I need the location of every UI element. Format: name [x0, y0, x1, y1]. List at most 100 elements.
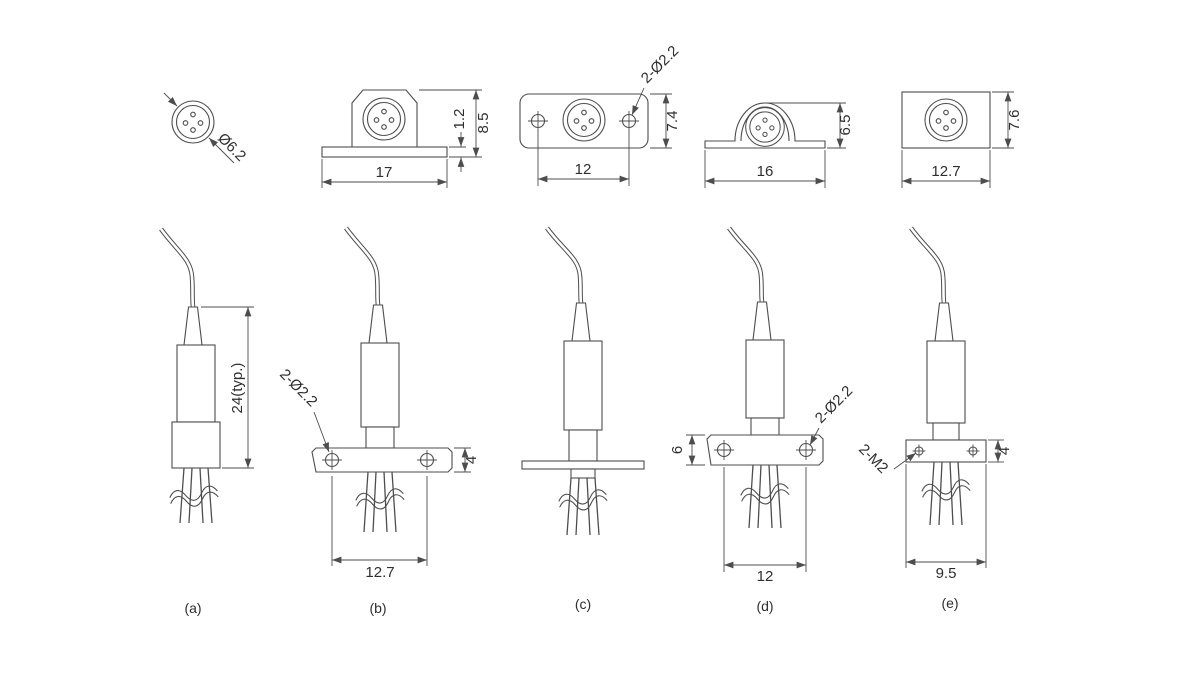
fiber-pigtail	[159, 227, 196, 308]
fiber-boot	[752, 301, 772, 341]
bracket-inner-arc	[740, 106, 790, 142]
dim-text-width: 16	[757, 163, 774, 180]
dimension-line	[163, 92, 178, 107]
fiber-pigtail	[909, 226, 947, 304]
mounting-flange	[905, 439, 987, 463]
package-neck	[568, 429, 598, 462]
to-can-top	[362, 97, 406, 141]
dim-text-hole-spacing: 12	[757, 568, 774, 585]
leads	[929, 461, 963, 526]
width-dimension: 12.7	[901, 150, 991, 188]
package-neck	[932, 422, 960, 441]
leads	[748, 464, 782, 529]
width-dimension: 12.7	[331, 476, 428, 581]
variant-label-b: (b)	[369, 600, 386, 616]
leads	[179, 467, 213, 524]
package-body	[926, 340, 966, 424]
fiber-pigtail-core	[344, 227, 380, 306]
dim-text-hole-spacing: 12	[575, 161, 592, 178]
package-stem	[570, 468, 596, 479]
fiber-pigtail	[344, 226, 381, 306]
variant-d-side-view: 6 2-Ø2.2 12	[669, 226, 856, 585]
callout-text-holes: 2-Ø2.2	[638, 42, 682, 86]
to-can-top	[924, 98, 968, 142]
package-base	[171, 421, 221, 469]
hole-spacing-dimension: 12	[537, 130, 630, 186]
height-dimension: 8.5	[419, 89, 492, 158]
break-symbol	[355, 488, 405, 510]
variant-b: 17 1.2 8.5	[276, 89, 492, 616]
variant-c: 2-Ø2.2 12 7.4	[519, 42, 682, 612]
variant-b-side-view: 2-Ø2.2 4 12.7	[276, 226, 480, 581]
leader-line	[313, 411, 330, 453]
width-dimension: 9.5	[905, 464, 987, 582]
variant-e-side-view: 2-M2 4 9.5	[855, 226, 1013, 582]
variant-label-c: (c)	[575, 596, 591, 612]
callout-text-holes: 2-Ø2.2	[812, 382, 856, 426]
package-body	[745, 339, 785, 419]
width-dimension: 17	[321, 159, 448, 188]
callout-text-screws: 2-M2	[855, 441, 891, 477]
fiber-pigtail-core	[545, 227, 583, 304]
package-body	[176, 344, 216, 423]
dimension-line	[208, 137, 235, 164]
fiber-pigtail-core	[727, 227, 764, 303]
dim-text-width: 12.7	[931, 163, 960, 180]
dim-text-width: 17	[376, 164, 393, 181]
height-dimension: 7.6	[992, 91, 1023, 149]
variant-d-top-view: 6.5 16	[704, 102, 854, 188]
leader-line	[809, 427, 820, 446]
to-can-top	[171, 100, 215, 144]
package-body	[563, 340, 603, 431]
holes-callout: 2-Ø2.2	[276, 366, 330, 453]
flange-thickness-dimension: 1.2	[449, 109, 468, 172]
fiber-boot	[934, 302, 954, 342]
dim-text-height: 6.5	[837, 115, 854, 136]
fiber-boot	[368, 304, 388, 344]
variant-a: Ø6.2 24(typ.)	[159, 92, 254, 616]
dim-text-flange-thickness: 4	[996, 447, 1013, 455]
height-dimension: 7.4	[650, 93, 681, 149]
variant-c-side-view	[521, 226, 645, 536]
package-neck	[750, 417, 780, 436]
break-symbol	[740, 483, 790, 505]
break-symbol	[921, 479, 971, 501]
variant-e-top-view: 7.6 12.7	[901, 91, 1023, 188]
variant-a-top-view: Ø6.2	[163, 92, 249, 165]
leads	[566, 477, 600, 536]
to-can-top	[745, 107, 785, 147]
package-neck	[365, 426, 395, 449]
dim-text-width: 9.5	[936, 565, 957, 582]
dim-text-flange-thickness: 1.2	[451, 109, 468, 130]
dim-text-height: 8.5	[475, 113, 492, 134]
hole-spacing-dimension: 12	[723, 467, 807, 585]
mounting-flange	[311, 447, 453, 473]
fiber-boot	[571, 302, 591, 342]
dim-text-height: 7.4	[664, 111, 681, 132]
flange-top	[321, 146, 448, 158]
break-symbol	[558, 489, 608, 511]
variant-label-d: (d)	[756, 598, 773, 614]
height-dimension: 6.5	[767, 102, 854, 149]
fiber-pigtail	[545, 226, 584, 304]
flange-thickness-dimension: 4	[988, 439, 1013, 463]
package-body	[360, 342, 400, 428]
dim-text-length: 24(typ.)	[229, 363, 246, 414]
flange-thickness-dimension: 4	[454, 447, 480, 473]
variant-a-side-view: 24(typ.)	[159, 227, 254, 524]
mounting-flange	[706, 434, 824, 466]
dim-text-height: 7.6	[1006, 110, 1023, 131]
variant-c-top-view: 2-Ø2.2 12 7.4	[519, 42, 682, 186]
width-dimension: 16	[704, 150, 826, 188]
variant-e: 7.6 12.7	[855, 91, 1023, 611]
fiber-pigtail-core	[909, 227, 946, 304]
callout-text-holes: 2-Ø2.2	[276, 366, 320, 410]
length-dimension: 24(typ.)	[201, 306, 254, 469]
leader-line	[631, 87, 645, 116]
flange-disc	[521, 460, 645, 470]
fiber-boot	[183, 306, 203, 346]
fiber-pigtail-core	[159, 228, 195, 308]
dim-text-diameter: Ø6.2	[214, 130, 249, 165]
